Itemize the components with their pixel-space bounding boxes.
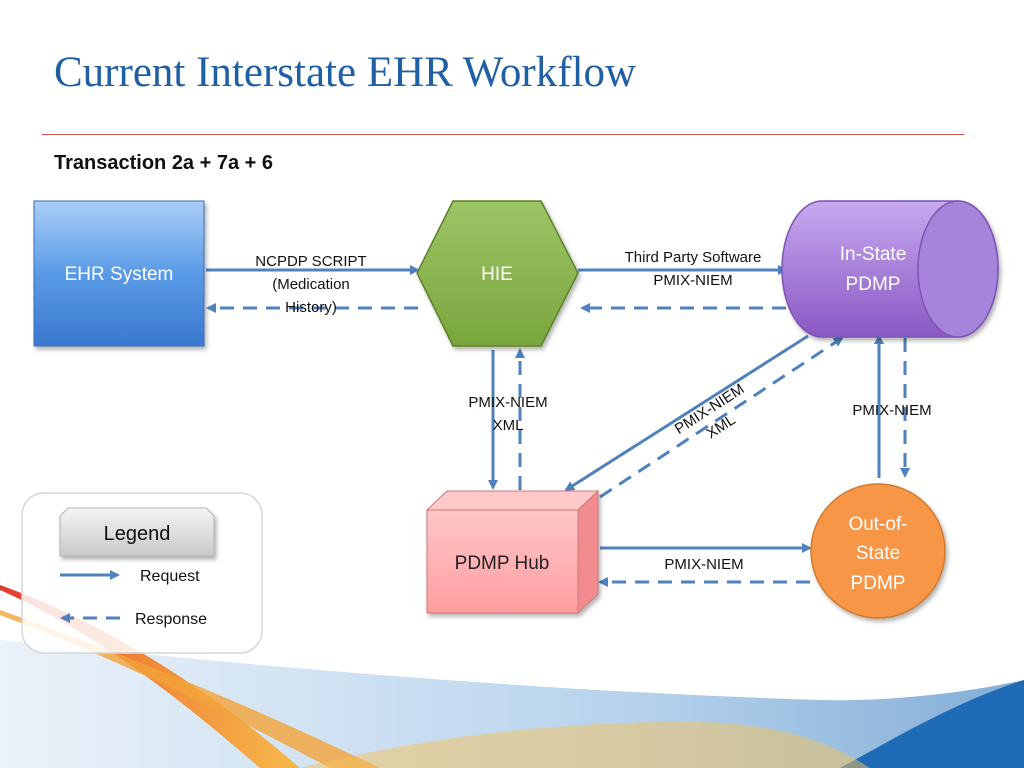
edge-label-ehr-hie-line3: History) [285, 299, 337, 316]
outstate-pdmp-label-line3: PDMP [851, 573, 906, 594]
edge-label-instate-outstate: PMIX-NIEM [852, 402, 931, 419]
node-hie: HIE [416, 200, 579, 347]
outstate-pdmp-label-line1: Out-of- [848, 514, 907, 535]
slide-title: Current Interstate EHR Workflow [54, 49, 637, 96]
transaction-subtitle: Transaction 2a + 7a + 6 [54, 152, 274, 174]
node-outstate-pdmp: Out-of- State PDMP [810, 483, 946, 619]
legend: Legend Request Response [21, 492, 263, 654]
edge-hub-to-instate-response [599, 336, 844, 499]
outstate-pdmp-label-line2: State [856, 543, 900, 564]
pdmp-hub-label: PDMP Hub [455, 553, 550, 574]
instate-pdmp-label-line1: In-State [840, 244, 907, 265]
edge-instate-to-hub-request [564, 334, 809, 492]
legend-response-label: Response [135, 611, 207, 628]
edge-label-hie-hub-line2: XML [493, 417, 524, 434]
edge-label-ehr-hie-line1: NCPDP SCRIPT [255, 253, 366, 270]
edge-label-hie-instate-line2: PMIX-NIEM [653, 272, 732, 289]
edge-label-hub-outstate: PMIX-NIEM [664, 556, 743, 573]
edge-label-hie-hub-line1: PMIX-NIEM [468, 394, 547, 411]
instate-pdmp-label-line2: PDMP [846, 274, 901, 295]
legend-title: Legend [104, 523, 171, 545]
node-ehr-system: EHR System [33, 200, 205, 347]
hie-label: HIE [481, 264, 513, 285]
legend-title-badge: Legend [59, 507, 215, 557]
legend-request-label: Request [140, 568, 200, 585]
edge-label-hie-instate-line1: Third Party Software [625, 249, 762, 266]
edge-label-ehr-hie-line2: (Medication [272, 276, 350, 293]
ehr-system-label: EHR System [65, 264, 174, 285]
title-divider [42, 134, 964, 135]
node-instate-pdmp: In-State PDMP [781, 200, 999, 338]
edges [206, 265, 910, 587]
edge-label-instate-hub: PMIX-NIEM XML [672, 381, 748, 443]
node-pdmp-hub: PDMP Hub [425, 489, 600, 615]
